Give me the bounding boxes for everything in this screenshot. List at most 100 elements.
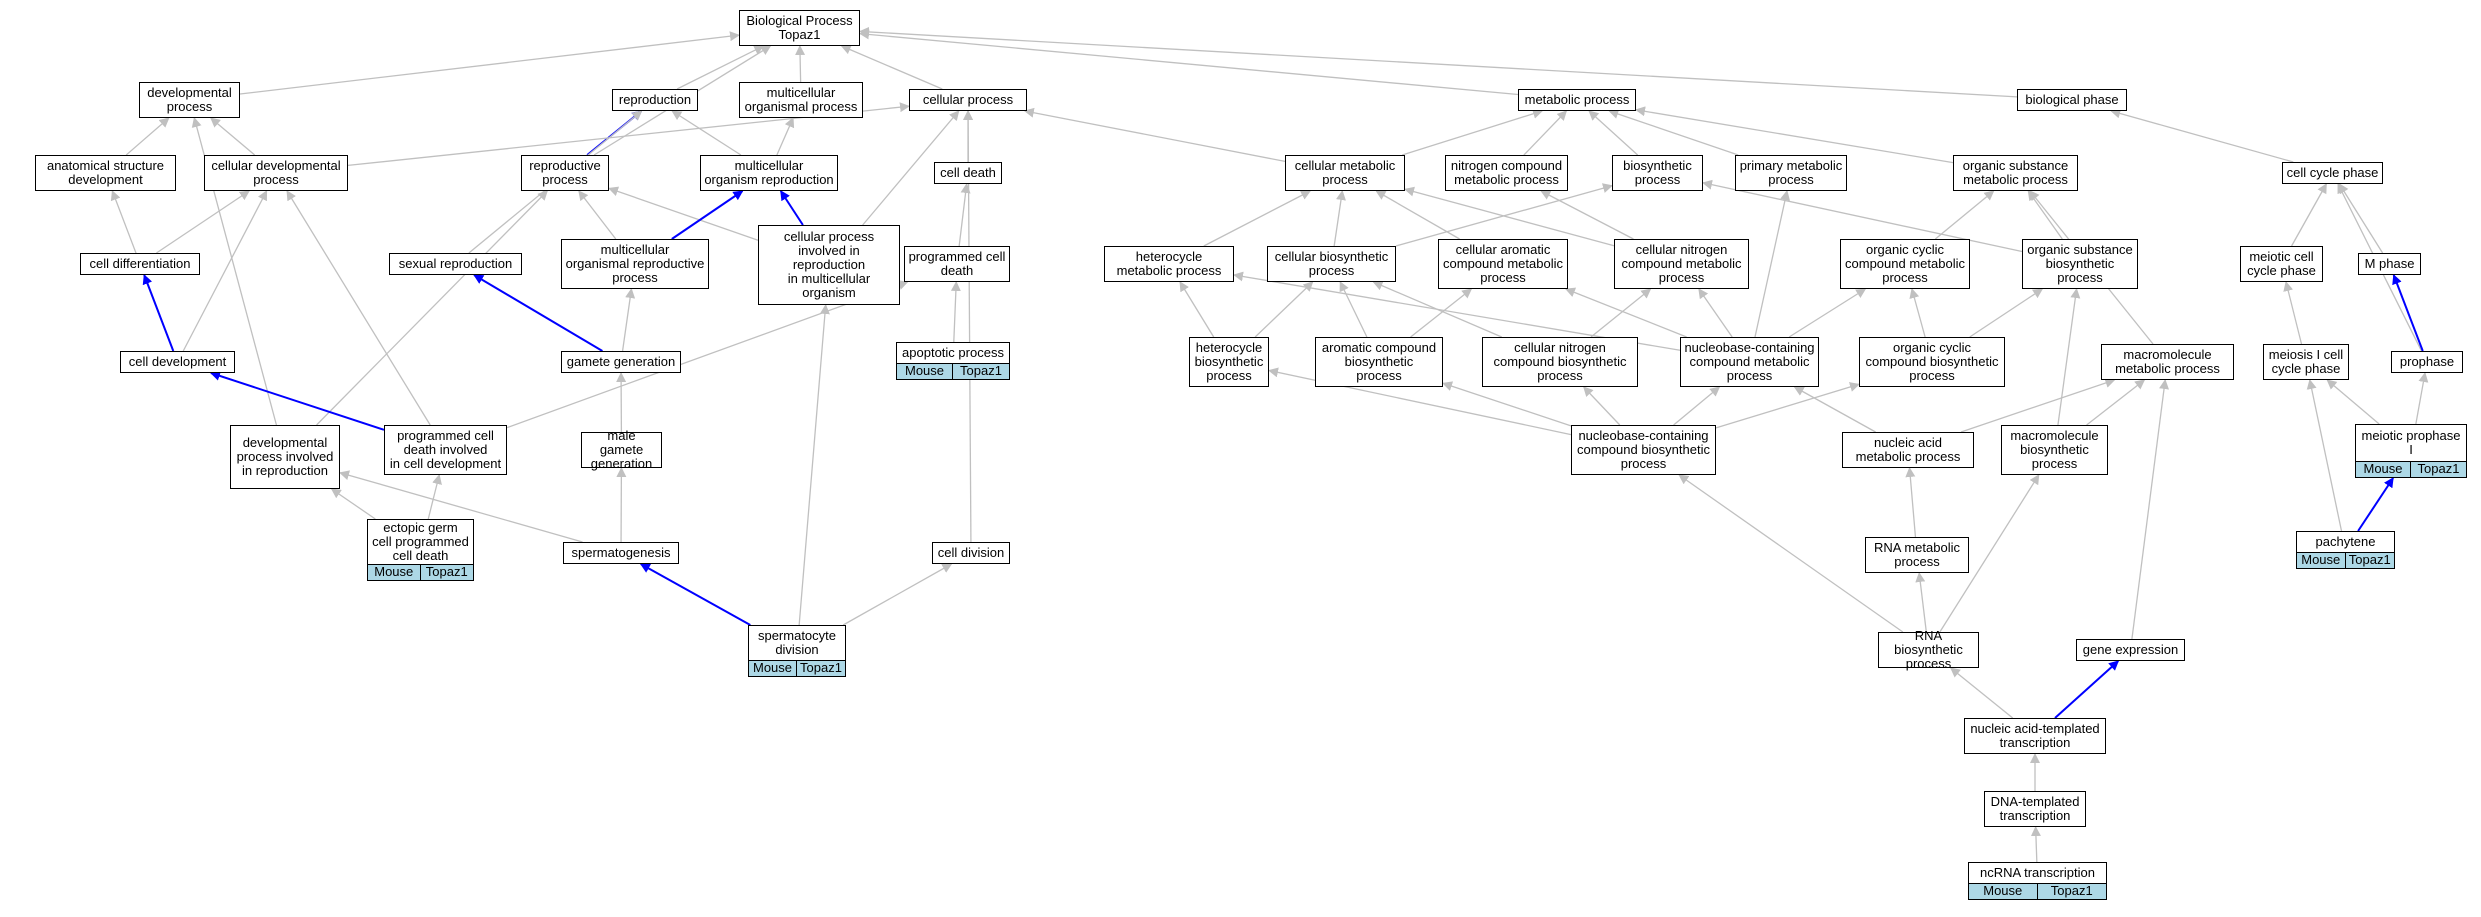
edge-cpinvolved-to-multirepro: [779, 190, 804, 226]
node-meiproph-tag-1: Topaz1: [2411, 460, 2467, 478]
node-orgsub[interactable]: organic substance metabolic process: [1953, 155, 2078, 191]
node-rnamet[interactable]: RNA metabolic process: [1865, 537, 1969, 573]
edge-macrobio-to-macromet: [2086, 379, 2146, 426]
edge-repro-to-bp: [676, 45, 765, 90]
node-apop-tag-1: Topaz1: [953, 362, 1010, 380]
edge-nitro-to-metab: [1523, 110, 1568, 156]
node-heterobio[interactable]: heterocycle biosynthetic process: [1189, 337, 1269, 387]
node-pachy-tag-0: Mouse: [2296, 551, 2346, 569]
node-malegam[interactable]: male gamete generation: [581, 429, 662, 471]
node-pachy[interactable]: pachytene: [2296, 531, 2395, 553]
edge-rnabio-to-rnamet: [1915, 572, 1927, 633]
edge-celldevt-to-celldev: [182, 190, 268, 352]
edge-gamete-to-multiorgrepro: [621, 288, 636, 352]
node-meiproph[interactable]: meiotic prophase I: [2355, 424, 2467, 462]
node-macromet[interactable]: macromolecule metabolic process: [2101, 344, 2234, 380]
edge-heterobio-to-cellbiosyn: [1254, 281, 1314, 338]
node-nucbasebio[interactable]: nucleobase-containing compound biosynthe…: [1571, 425, 1716, 475]
node-ectopic[interactable]: ectopic germ cell programmed cell death: [367, 519, 474, 565]
node-celldiv[interactable]: cell division: [932, 542, 1010, 564]
node-celldeath[interactable]: cell death: [934, 162, 1002, 184]
node-meiosis1[interactable]: meiosis I cell cycle phase: [2263, 344, 2349, 380]
node-pcd[interactable]: programmed cell death: [904, 246, 1010, 282]
node-ccphase[interactable]: cell cycle phase: [2282, 162, 2383, 184]
node-metab[interactable]: metabolic process: [1518, 89, 1636, 111]
node-cellnitrobio[interactable]: cellular nitrogen compound biosynthetic …: [1482, 337, 1638, 387]
node-apop[interactable]: apoptotic process: [896, 342, 1010, 364]
node-meioticcc[interactable]: meiotic cell cycle phase: [2240, 246, 2323, 282]
edge-cellmet-to-metab: [1402, 108, 1543, 156]
node-cellmet[interactable]: cellular metabolic process: [1285, 155, 1405, 191]
node-dnatx[interactable]: DNA-templated transcription: [1984, 791, 2086, 827]
node-meiproph-tag-0: Mouse: [2355, 460, 2411, 478]
edge-meiosis1-to-meioticcc: [2283, 281, 2303, 345]
node-spermgen[interactable]: spermatogenesis: [563, 542, 679, 564]
edge-spermdiv-to-celldiv: [842, 563, 953, 626]
node-multirepro[interactable]: multicellular organism reproduction: [700, 155, 838, 191]
node-reprop[interactable]: reproductive process: [521, 155, 609, 191]
edge-metab-to-bp: [859, 29, 1519, 96]
node-heterometab[interactable]: heterocycle metabolic process: [1104, 246, 1234, 282]
edge-arombio-to-cellbiosyn: [1339, 281, 1368, 338]
edge-spermgen-to-devrepro: [339, 470, 583, 543]
edge-rnamet-to-nucacid: [1905, 467, 1917, 538]
edge-meioticcc-to-ccphase: [2291, 183, 2327, 247]
node-celldiff[interactable]: cell differentiation: [80, 253, 200, 275]
edge-orgcycbio-to-orgcyclic: [1909, 288, 1926, 338]
edge-cellnitro-to-nitro: [1540, 190, 1634, 240]
edge-biosyn-to-metab: [1588, 110, 1639, 156]
node-cellbiosyn[interactable]: cellular biosynthetic process: [1267, 246, 1396, 282]
node-devrepro[interactable]: developmental process involved in reprod…: [230, 425, 340, 489]
node-prophase[interactable]: prophase: [2391, 351, 2463, 373]
edge-celldiff-to-celldev: [156, 190, 250, 254]
edge-celldevt-to-celldiff: [142, 274, 175, 352]
node-bp[interactable]: Biological Process Topaz1: [739, 10, 860, 46]
node-biosyn[interactable]: biosynthetic process: [1612, 155, 1703, 191]
edge-ccphase-to-bphase: [2110, 108, 2294, 163]
node-cpinvolved[interactable]: cellular process involved in reproductio…: [758, 225, 900, 305]
node-nitro[interactable]: nitrogen compound metabolic process: [1445, 155, 1568, 191]
edge-dev-to-bp: [239, 31, 740, 95]
node-geneexp[interactable]: gene expression: [2076, 639, 2185, 661]
node-nucacidtx[interactable]: nucleic acid-templated transcription: [1964, 718, 2106, 754]
node-gamete[interactable]: gamete generation: [561, 351, 681, 373]
node-cellarom[interactable]: cellular aromatic compound metabolic pro…: [1438, 239, 1568, 289]
edge-multirepro-to-repro: [671, 110, 742, 156]
edge-heterobio-to-heterometab: [1179, 281, 1215, 338]
edge-cellbiosyn-to-cellmet: [1333, 190, 1346, 247]
node-rnabio[interactable]: RNA biosynthetic process: [1878, 629, 1979, 671]
node-spermdiv[interactable]: spermatocyte division: [748, 625, 846, 661]
edge-bphase-to-bp: [859, 26, 2018, 98]
node-orgsubbio[interactable]: organic substance biosynthetic process: [2022, 239, 2138, 289]
node-nucbasemet[interactable]: nucleobase-containing compound metabolic…: [1680, 337, 1819, 387]
node-sexrepro[interactable]: sexual reproduction: [389, 253, 522, 275]
node-nucacid[interactable]: nucleic acid metabolic process: [1842, 432, 1974, 468]
node-ncrna[interactable]: ncRNA transcription: [1968, 862, 2107, 884]
node-primary[interactable]: primary metabolic process: [1735, 155, 1847, 191]
node-apop-tag-0: Mouse: [896, 362, 953, 380]
node-cellnitro[interactable]: cellular nitrogen compound metabolic pro…: [1614, 239, 1749, 289]
node-dev[interactable]: developmental process: [139, 82, 240, 118]
node-mphase[interactable]: M phase: [2358, 253, 2421, 275]
edge-rnabio-to-nucbasebio: [1678, 474, 1904, 633]
node-orgcyclic[interactable]: organic cyclic compound metabolic proces…: [1840, 239, 1970, 289]
edge-pcdcelldev-to-celldev: [286, 190, 431, 426]
node-celldevt[interactable]: cell development: [120, 351, 235, 373]
node-anat[interactable]: anatomical structure development: [35, 155, 176, 191]
edge-cellarom-to-cellmet: [1375, 190, 1460, 240]
edge-pcd-to-celldeath: [958, 183, 971, 247]
node-multiorgrepro[interactable]: multicellular organismal reproductive pr…: [561, 239, 709, 289]
edge-nucacid-to-nucbasemet: [1793, 386, 1876, 433]
node-orgcycbio[interactable]: organic cyclic compound biosynthetic pro…: [1859, 337, 2005, 387]
node-celldev[interactable]: cellular developmental process: [204, 155, 348, 191]
node-arombio[interactable]: aromatic compound biosynthetic process: [1315, 337, 1443, 387]
node-macrobio[interactable]: macromolecule biosynthetic process: [2001, 425, 2108, 475]
edge-gamete-to-sexrepro: [473, 274, 603, 352]
node-repro[interactable]: reproduction: [612, 89, 698, 111]
node-bphase[interactable]: biological phase: [2017, 89, 2127, 111]
node-pcdcelldev[interactable]: programmed cell death involved in cell d…: [384, 425, 507, 475]
node-cellproc[interactable]: cellular process: [909, 89, 1027, 111]
node-multi[interactable]: multicellular organismal process: [739, 82, 863, 118]
edge-celldev-to-dev: [210, 117, 256, 156]
